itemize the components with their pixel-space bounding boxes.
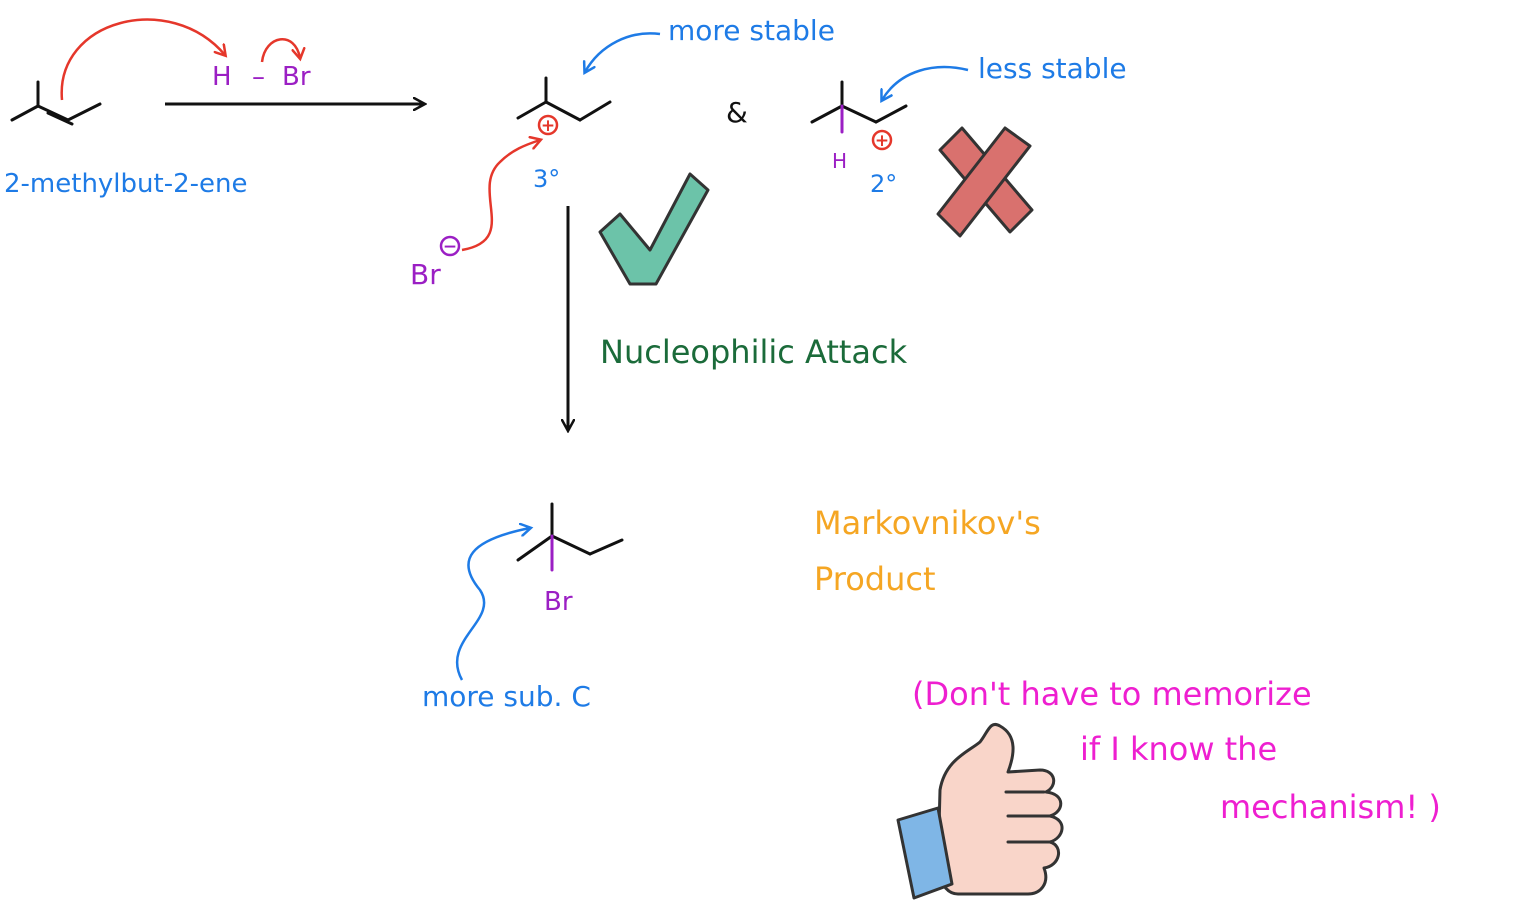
ampersand: & (726, 96, 748, 129)
check-mark-icon (598, 172, 710, 286)
bromide-minus-symbol: − (443, 237, 457, 257)
note-line2: if I know the (1080, 730, 1277, 768)
note-line3: mechanism! ) (1220, 788, 1441, 826)
markovnikov-title-line1: Markovnikov's (814, 504, 1041, 542)
reagent-dash: – (252, 62, 265, 92)
bromide-attack-arrow (461, 140, 540, 252)
markovnikov-title-line2: Product (814, 560, 936, 598)
starting-material-name: 2-methylbut-2-ene (4, 169, 247, 199)
tertiary-plus-symbol: + (541, 116, 555, 136)
nucleophilic-attack-label: Nucleophilic Attack (600, 333, 908, 371)
product-structure (516, 502, 624, 562)
more-stable-arrow (585, 32, 661, 72)
secondary-h-label: H (832, 149, 847, 173)
tertiary-carbocation-structure (516, 76, 612, 122)
less-stable-label: less stable (978, 52, 1127, 85)
bromide-label: Br (410, 258, 441, 291)
product-br-label: Br (544, 587, 573, 617)
more-stable-label: more stable (668, 14, 835, 47)
more-sub-carbon-label: more sub. C (422, 680, 591, 713)
thumbs-up-icon (896, 723, 1064, 900)
less-stable-arrow (882, 65, 969, 100)
secondary-carbocation-structure (810, 80, 908, 124)
alkene-structure (10, 80, 102, 126)
tertiary-plus-charge (537, 114, 559, 136)
secondary-plus-charge (871, 129, 893, 151)
electron-arrow-hbr-bond (260, 38, 300, 63)
more-sub-carbon-arrow (455, 528, 530, 681)
secondary-plus-symbol: + (875, 131, 889, 151)
note-line1: (Don't have to memorize (912, 675, 1312, 713)
electron-arrow-alkene-to-h (60, 18, 225, 101)
reagent-h: H (212, 62, 232, 92)
tertiary-label: 3° (533, 165, 560, 193)
reagent-br: Br (282, 62, 311, 92)
secondary-label: 2° (870, 170, 897, 198)
cross-mark-icon (936, 126, 1034, 238)
bromide-minus-charge (439, 235, 461, 257)
